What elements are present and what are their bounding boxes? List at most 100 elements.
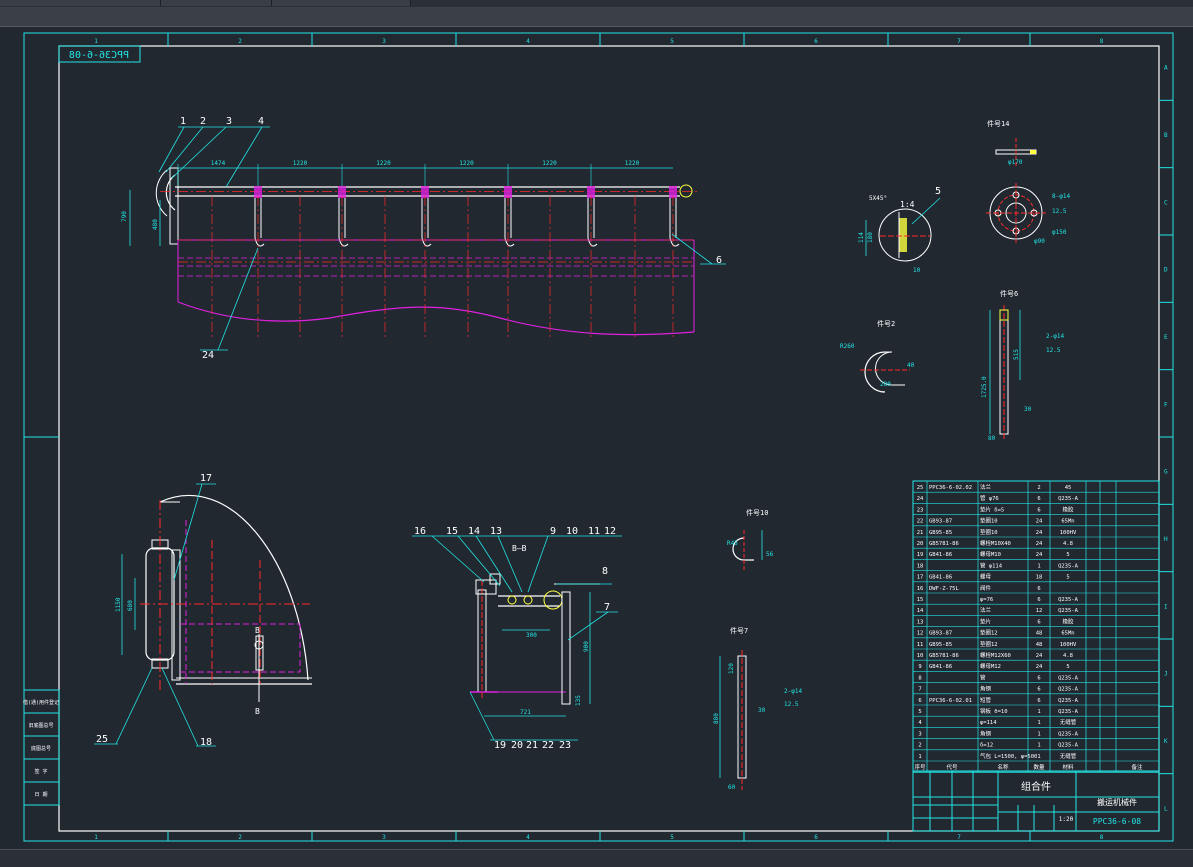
svg-text:12.5: 12.5 bbox=[1052, 208, 1067, 215]
bom-cell-no: 6 bbox=[918, 698, 921, 704]
bom-cell-qty: 18 bbox=[1036, 575, 1043, 581]
grid-col-label-bottom: 6 bbox=[814, 834, 818, 841]
bom-cell-no: 7 bbox=[918, 687, 921, 693]
bom-header-note: 备注 bbox=[1131, 763, 1143, 771]
grid-col-label-top: 1 bbox=[94, 38, 98, 45]
bom-cell-code: GB95-85 bbox=[929, 530, 952, 536]
bom-cell-qty: 6 bbox=[1037, 597, 1040, 603]
drawing-tab-1[interactable] bbox=[0, 0, 161, 6]
grid-row-label: D bbox=[1164, 267, 1168, 274]
left-stamp-label: 日 期 bbox=[34, 792, 47, 798]
grid-row-label: E bbox=[1164, 334, 1168, 341]
bom-cell-name: 垫圈12 bbox=[980, 640, 998, 648]
bom-cell-name: 螺栓M10X40 bbox=[980, 539, 1011, 547]
svg-text:880: 880 bbox=[713, 713, 720, 724]
svg-text:480: 480 bbox=[152, 219, 159, 230]
bom-cell-name: 阀件 bbox=[980, 584, 992, 592]
bom-cell-qty: 24 bbox=[1036, 664, 1043, 670]
bom-cell-no: 13 bbox=[917, 619, 924, 625]
b-marker-bottom: B bbox=[255, 707, 260, 716]
dimension-text: 1220 bbox=[376, 160, 391, 167]
balloon-17: 17 bbox=[200, 473, 212, 484]
bom-cell-qty: 1 bbox=[1037, 731, 1040, 737]
part-7-label: 件号7 bbox=[730, 626, 748, 635]
drop-pipes bbox=[254, 186, 680, 247]
part-6-view: 件号6 1725.0 515 2-φ14 12.5 30 80 bbox=[981, 289, 1064, 442]
grid-col-label-bottom: 2 bbox=[238, 834, 242, 841]
title-block-drawing-number: PPC36-6-08 bbox=[1093, 817, 1141, 826]
bom-cell-material: Q235-A bbox=[1058, 698, 1079, 704]
drop-flange bbox=[421, 186, 429, 198]
grid-row-label: I bbox=[1164, 603, 1168, 610]
balloon-12: 12 bbox=[604, 526, 616, 537]
title-block-name: 组合件 bbox=[1021, 780, 1051, 793]
drawing-tab-3[interactable] bbox=[272, 0, 411, 6]
bom-cell-name: 管 φ114 bbox=[980, 561, 1003, 569]
bom-cell-qty: 1 bbox=[1037, 754, 1040, 760]
bom-cell-name: φ=114 bbox=[980, 720, 997, 726]
grid-col-label-bottom: 1 bbox=[94, 834, 98, 841]
balloon-5: 5 bbox=[935, 186, 941, 197]
top-tab-strip bbox=[0, 0, 1193, 8]
dimension-text: 1474 bbox=[211, 160, 226, 167]
svg-text:300: 300 bbox=[526, 632, 537, 639]
bom-cell-qty: 6 bbox=[1037, 687, 1040, 693]
drop-flange bbox=[587, 186, 595, 198]
left-stamp-label: 签 字 bbox=[34, 768, 47, 775]
section-bb-label: B—B bbox=[512, 544, 527, 553]
svg-text:60: 60 bbox=[728, 784, 736, 791]
bom-cell-no: 4 bbox=[918, 720, 922, 726]
svg-text:114: 114 bbox=[858, 232, 865, 243]
bom-cell-no: 19 bbox=[917, 552, 924, 558]
grid-col-label-bottom: 4 bbox=[526, 834, 530, 841]
svg-text:R260: R260 bbox=[840, 343, 855, 350]
svg-text:φ170: φ170 bbox=[1008, 159, 1023, 166]
bom-cell-material: Q235-A bbox=[1058, 597, 1079, 603]
svg-text:2-φ14: 2-φ14 bbox=[1046, 333, 1064, 340]
bom-cell-name: 管 bbox=[980, 673, 986, 681]
bom-cell-material: Q235-A bbox=[1058, 743, 1079, 749]
bom-cell-name: 螺母M12 bbox=[980, 662, 1001, 670]
bom-cell-name: 垫圈10 bbox=[980, 517, 998, 525]
drop-elbow bbox=[504, 237, 515, 247]
grid-row-label: L bbox=[1164, 805, 1168, 812]
grid-col-label-top: 3 bbox=[382, 38, 386, 45]
bom-cell-material: 4.8 bbox=[1063, 541, 1073, 547]
svg-text:φ90: φ90 bbox=[1034, 238, 1045, 245]
bom-cell-material: 5 bbox=[1066, 552, 1069, 558]
drawing-tab-2[interactable] bbox=[161, 0, 272, 6]
balloon-10: 10 bbox=[566, 526, 578, 537]
dimension-text: 1220 bbox=[459, 160, 474, 167]
bom-cell-no: 21 bbox=[917, 530, 924, 536]
file-tab-bar bbox=[0, 8, 1193, 27]
bom-cell-material: 45 bbox=[1065, 485, 1072, 491]
bom-cell-material: 4.8 bbox=[1063, 653, 1073, 659]
svg-text:280: 280 bbox=[880, 381, 891, 388]
balloon-15: 15 bbox=[446, 526, 458, 537]
bom-cell-qty: 48 bbox=[1036, 642, 1043, 648]
svg-text:790: 790 bbox=[121, 211, 128, 222]
svg-text:2-φ14: 2-φ14 bbox=[784, 688, 802, 695]
svg-text:1725.0: 1725.0 bbox=[981, 376, 988, 398]
bom-cell-material: Q235-A bbox=[1058, 563, 1079, 569]
bom-cell-material: Q235-A bbox=[1058, 675, 1079, 681]
svg-text:900: 900 bbox=[583, 641, 590, 652]
balloon-13: 13 bbox=[490, 526, 502, 537]
left-stamp-label: 底图总号 bbox=[31, 745, 51, 752]
part-6-label: 件号6 bbox=[1000, 289, 1018, 298]
bom-cell-name: 气包 L=1500, φ=500 bbox=[980, 752, 1037, 760]
bom-cell-material: 5 bbox=[1066, 664, 1069, 670]
detail-flange-weld: 1:4 5X45° 5 114 180 10 bbox=[858, 186, 941, 274]
bom-cell-name: 角钢 bbox=[980, 685, 992, 693]
bom-cell-code: GB5781-86 bbox=[929, 653, 959, 659]
svg-text:5X45°: 5X45° bbox=[869, 195, 887, 202]
bom-cell-no: 5 bbox=[918, 709, 921, 715]
bom-header-qty: 数量 bbox=[1033, 763, 1045, 771]
bom-cell-qty: 48 bbox=[1036, 631, 1043, 637]
svg-text:30: 30 bbox=[1024, 406, 1032, 413]
